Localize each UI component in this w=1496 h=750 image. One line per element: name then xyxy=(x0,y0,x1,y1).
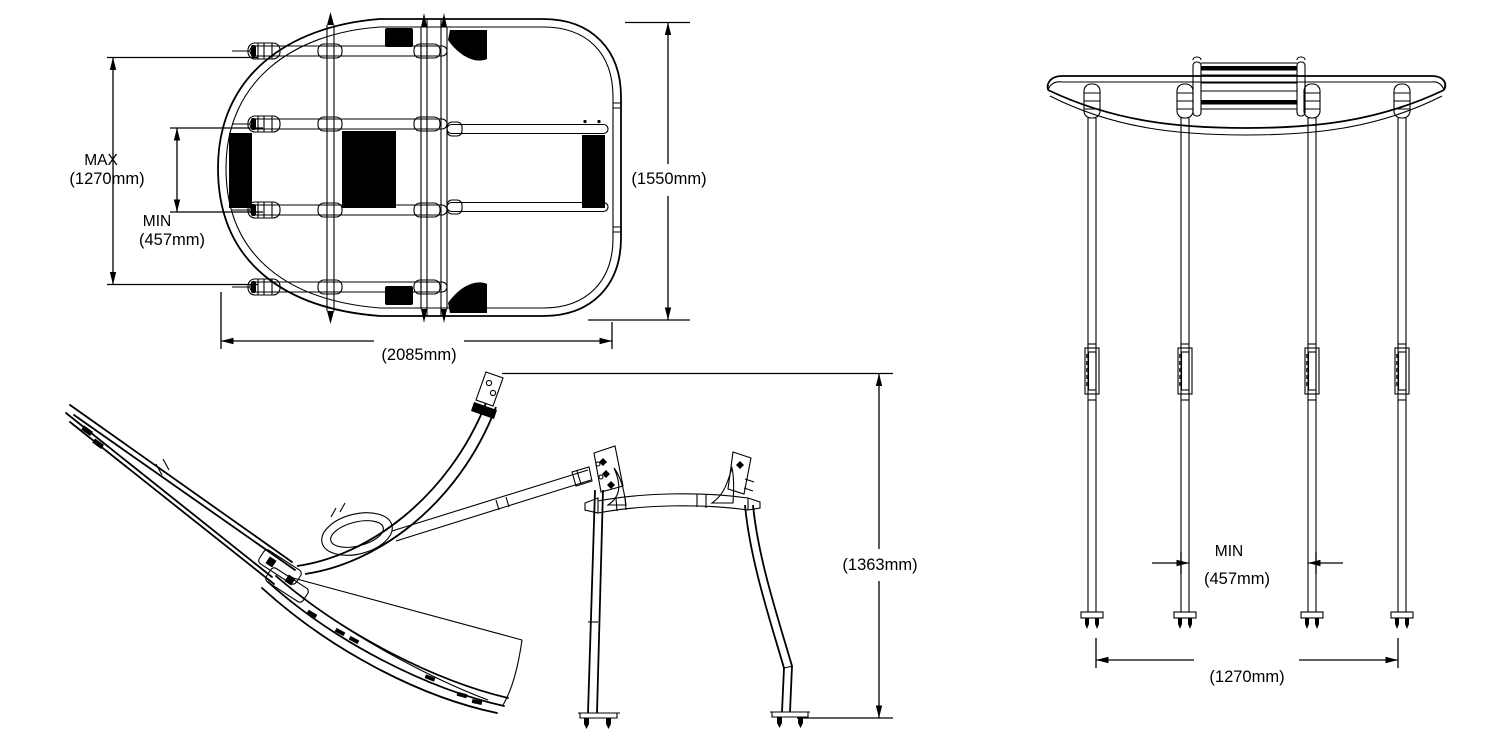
dim-width-1550: (1550mm) xyxy=(588,21,707,321)
dim-front-min-label: MIN xyxy=(1215,543,1243,560)
dim-front-min-457: MIN (457mm) xyxy=(1152,543,1343,588)
dim-front-width-1270: (1270mm) xyxy=(1095,638,1399,686)
dim-front-width-value: (1270mm) xyxy=(1209,668,1284,686)
dim-length-value: (2085mm) xyxy=(381,346,456,364)
front-legs xyxy=(1080,83,1414,630)
leg-arch xyxy=(578,445,810,729)
rear-leg xyxy=(744,504,785,713)
dim-max-label: MAX xyxy=(84,152,118,169)
frame-collars xyxy=(613,102,621,233)
dim-max-1270: MAX (1270mm) xyxy=(69,56,258,286)
leg-2 xyxy=(1173,83,1197,630)
brace-tube xyxy=(391,466,593,542)
curved-arm xyxy=(296,371,504,575)
canopy-frame xyxy=(217,18,622,317)
mount-pads xyxy=(229,28,605,313)
folded-bow-bundle xyxy=(65,404,296,585)
front-leg-bracket xyxy=(593,445,627,506)
center-spine xyxy=(420,13,448,323)
dim-max-value: (1270mm) xyxy=(69,170,144,188)
top-view: MAX (1270mm) MIN (457mm) (1550mm) (208 xyxy=(69,12,707,364)
dim-width-value: (1550mm) xyxy=(631,170,706,188)
cross-tubes xyxy=(231,42,609,296)
front-view: MIN (457mm) (1270mm) xyxy=(1046,56,1447,686)
dim-min-457: MIN (457mm) xyxy=(139,127,263,249)
dim-height-1363: (1363mm) xyxy=(502,372,918,719)
rear-leg-bracket xyxy=(710,451,755,504)
cross-tube xyxy=(597,493,749,502)
leg-3 xyxy=(1300,83,1324,630)
front-leg xyxy=(587,489,604,714)
dim-height-value: (1363mm) xyxy=(842,556,917,574)
dim-length-2085: (2085mm) xyxy=(220,292,613,364)
leg-1 xyxy=(1080,83,1104,630)
forward-bow-tube xyxy=(326,12,335,324)
side-view: (1363mm) xyxy=(65,371,918,729)
rod-rack xyxy=(1192,56,1306,117)
dim-min-label: MIN xyxy=(143,213,171,230)
folded-aft-bundle xyxy=(261,575,523,714)
leg-4 xyxy=(1390,83,1414,630)
dim-min-value: (457mm) xyxy=(139,231,205,249)
dim-front-min-value: (457mm) xyxy=(1204,570,1270,588)
front-top-frame xyxy=(1046,75,1447,136)
grab-loop xyxy=(321,502,393,556)
